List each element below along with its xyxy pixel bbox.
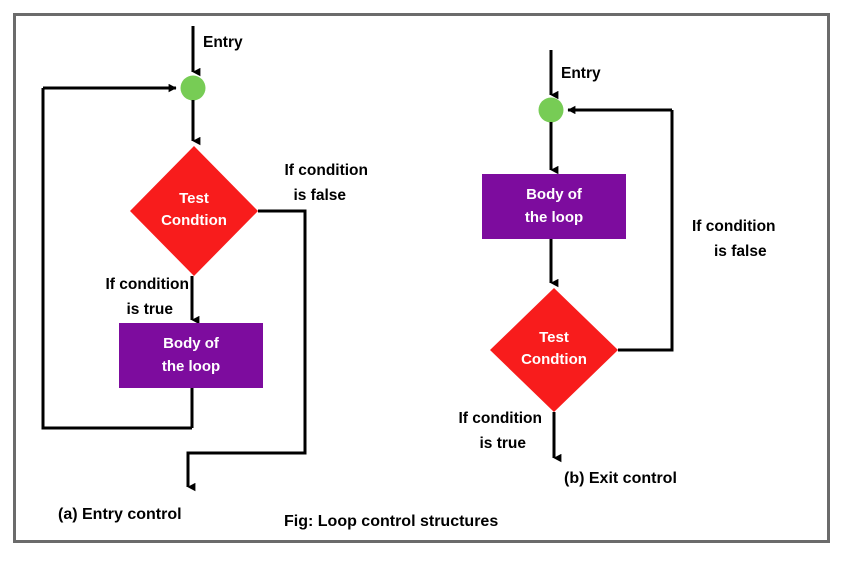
process-label-line2-a: the loop bbox=[162, 358, 220, 375]
decision-label-line2-a: Condtion bbox=[161, 212, 227, 229]
false-label-line2-a: is false bbox=[293, 187, 346, 204]
decision-label-line1-b: Test bbox=[539, 329, 569, 346]
process-label-line1-a: Body of bbox=[163, 335, 220, 352]
false-label-line1-a: If condition bbox=[284, 162, 368, 179]
decision-label-line1-a: Test bbox=[179, 190, 209, 207]
caption-exit-control: (b) Exit control bbox=[564, 470, 677, 487]
decision-label-line2-b: Condtion bbox=[521, 351, 587, 368]
decision-diamond-a bbox=[130, 146, 258, 276]
loopback-path-a bbox=[41, 88, 192, 430]
loopback-path-b bbox=[618, 110, 674, 352]
process-box-b bbox=[482, 174, 626, 239]
process-label-line2-b: the loop bbox=[525, 209, 583, 226]
false-label-line1-b: If condition bbox=[692, 218, 776, 235]
true-label-line2-a: is true bbox=[126, 301, 173, 318]
true-label-line1-a: If condition bbox=[105, 276, 189, 293]
entry-label-b: Entry bbox=[561, 65, 601, 82]
exit-control-diagram: Entry Body of the loop Test Condtion If … bbox=[458, 50, 776, 487]
true-label-line2-b: is true bbox=[479, 435, 526, 452]
entry-control-diagram: Entry Test Condtion If condition is fals… bbox=[41, 26, 368, 523]
process-box-a bbox=[119, 323, 263, 388]
figure-caption: Fig: Loop control structures bbox=[284, 513, 498, 530]
caption-entry-control: (a) Entry control bbox=[58, 506, 182, 523]
loop-connector-node-a bbox=[180, 75, 206, 101]
entry-label-a: Entry bbox=[203, 34, 243, 51]
false-branch-path-a bbox=[186, 209, 307, 492]
decision-diamond-b bbox=[490, 288, 618, 412]
process-label-line1-b: Body of bbox=[526, 186, 583, 203]
false-label-line2-b: is false bbox=[714, 243, 767, 260]
loop-connector-node-b bbox=[538, 97, 564, 123]
figure-border bbox=[13, 13, 830, 543]
true-label-line1-b: If condition bbox=[458, 410, 542, 427]
